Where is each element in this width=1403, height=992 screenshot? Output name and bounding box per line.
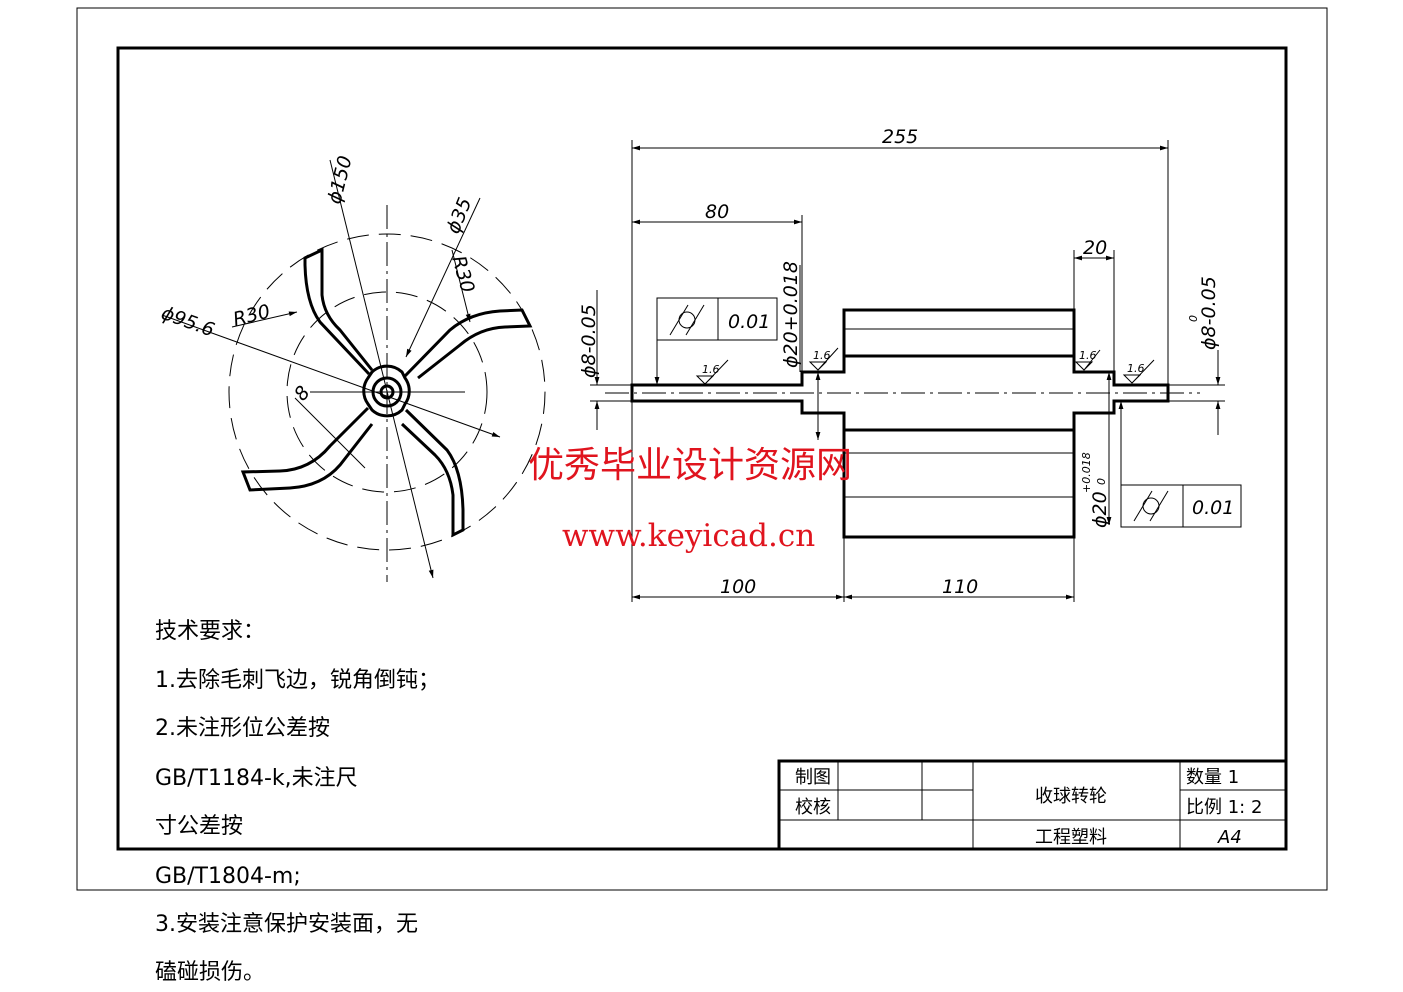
blade-radius-left: R30 bbox=[231, 300, 273, 330]
svg-text:0.01: 0.01 bbox=[728, 311, 770, 333]
quantity: 数量 1 bbox=[1186, 767, 1239, 788]
dim-left-shaft-length: 80 bbox=[705, 201, 729, 223]
shaft-section-view: 255 80 20 100 110 ϕ8-0.05 ϕ8-0.05 0 ϕ20+… bbox=[578, 126, 1242, 602]
dim-right-shoulder-length: 20 bbox=[1083, 237, 1107, 259]
dim-right-shoulder-dia: ϕ20 bbox=[1089, 491, 1111, 528]
svg-text:0.01: 0.01 bbox=[1192, 497, 1234, 519]
wheel-view: ϕ150 ϕ35 R30 ϕ95.6 R30 8 bbox=[158, 154, 546, 582]
dim-right-shaft-dia: ϕ8-0.05 bbox=[1198, 276, 1220, 350]
drawn-label: 制图 bbox=[795, 767, 831, 788]
tech-req-line: 寸公差按 bbox=[155, 814, 243, 839]
dim-left-shaft-dia: ϕ8-0.05 bbox=[578, 304, 600, 378]
svg-text:1.6: 1.6 bbox=[1127, 362, 1145, 375]
dim-hub-length: 110 bbox=[942, 576, 978, 598]
material: 工程塑料 bbox=[1035, 827, 1107, 848]
dim-right-shaft-dia-upper: 0 bbox=[1187, 315, 1200, 322]
cylindricity-icon bbox=[678, 311, 696, 329]
title-block: 制图 校核 收球转轮 工程塑料 数量 1 比例 1: 2 A4 bbox=[777, 759, 1288, 851]
dim-right-shoulder-tol: +0.018 bbox=[1080, 452, 1093, 493]
tech-req-line: GB/T1804-m; bbox=[155, 864, 301, 889]
technical-requirements: 技术要求： 1.去除毛刺飞边，锐角倒钝； 2.未注形位公差按 GB/T1184-… bbox=[155, 619, 440, 985]
tech-req-line: GB/T1184-k,未注尺 bbox=[155, 766, 358, 791]
svg-text:1.6: 1.6 bbox=[702, 363, 720, 376]
svg-text:1.6: 1.6 bbox=[1079, 349, 1097, 362]
cylindricity-icon bbox=[1142, 497, 1160, 515]
wheel-inner-dia: ϕ95.6 bbox=[158, 302, 217, 341]
dim-left-shoulder-dia: ϕ20+0.018 bbox=[780, 261, 802, 368]
outer-frame bbox=[76, 7, 1328, 891]
sheet-size: A4 bbox=[1217, 827, 1242, 848]
watermark-site-name: 优秀毕业设计资源网 bbox=[528, 445, 852, 486]
dim-left-section-length: 100 bbox=[720, 576, 756, 598]
watermark-url: www.keyicad.cn bbox=[562, 518, 815, 554]
checked-label: 校核 bbox=[795, 797, 831, 818]
wheel-outer-dia: ϕ150 bbox=[324, 154, 357, 207]
part-name: 收球转轮 bbox=[1035, 786, 1107, 807]
blade-width: 8 bbox=[290, 382, 315, 405]
runout-tolerance-frame: 0.01 bbox=[1118, 401, 1242, 528]
roughness-symbol: 1.6 bbox=[1074, 349, 1101, 371]
svg-text:1.6: 1.6 bbox=[813, 349, 831, 362]
tech-req-line: 磕碰损伤。 bbox=[155, 960, 265, 985]
roughness-symbol: 1.6 bbox=[695, 359, 729, 385]
tech-req-line: 1.去除毛刺飞边，锐角倒钝； bbox=[155, 668, 440, 693]
roughness-symbol: 1.6 bbox=[808, 347, 839, 371]
runout-tolerance-frame: 0.01 bbox=[654, 297, 778, 385]
inner-frame bbox=[116, 46, 1288, 851]
scale: 比例 1: 2 bbox=[1186, 797, 1262, 818]
tech-req-line: 2.未注形位公差按 bbox=[155, 716, 330, 741]
tech-req-line: 3.安装注意保护安装面，无 bbox=[155, 912, 418, 937]
roughness-symbol: 1.6 bbox=[1122, 359, 1155, 384]
tech-req-title: 技术要求： bbox=[155, 619, 265, 644]
dim-right-shoulder-tol-lower: 0 bbox=[1095, 478, 1108, 485]
dim-overall-length: 255 bbox=[882, 126, 918, 148]
